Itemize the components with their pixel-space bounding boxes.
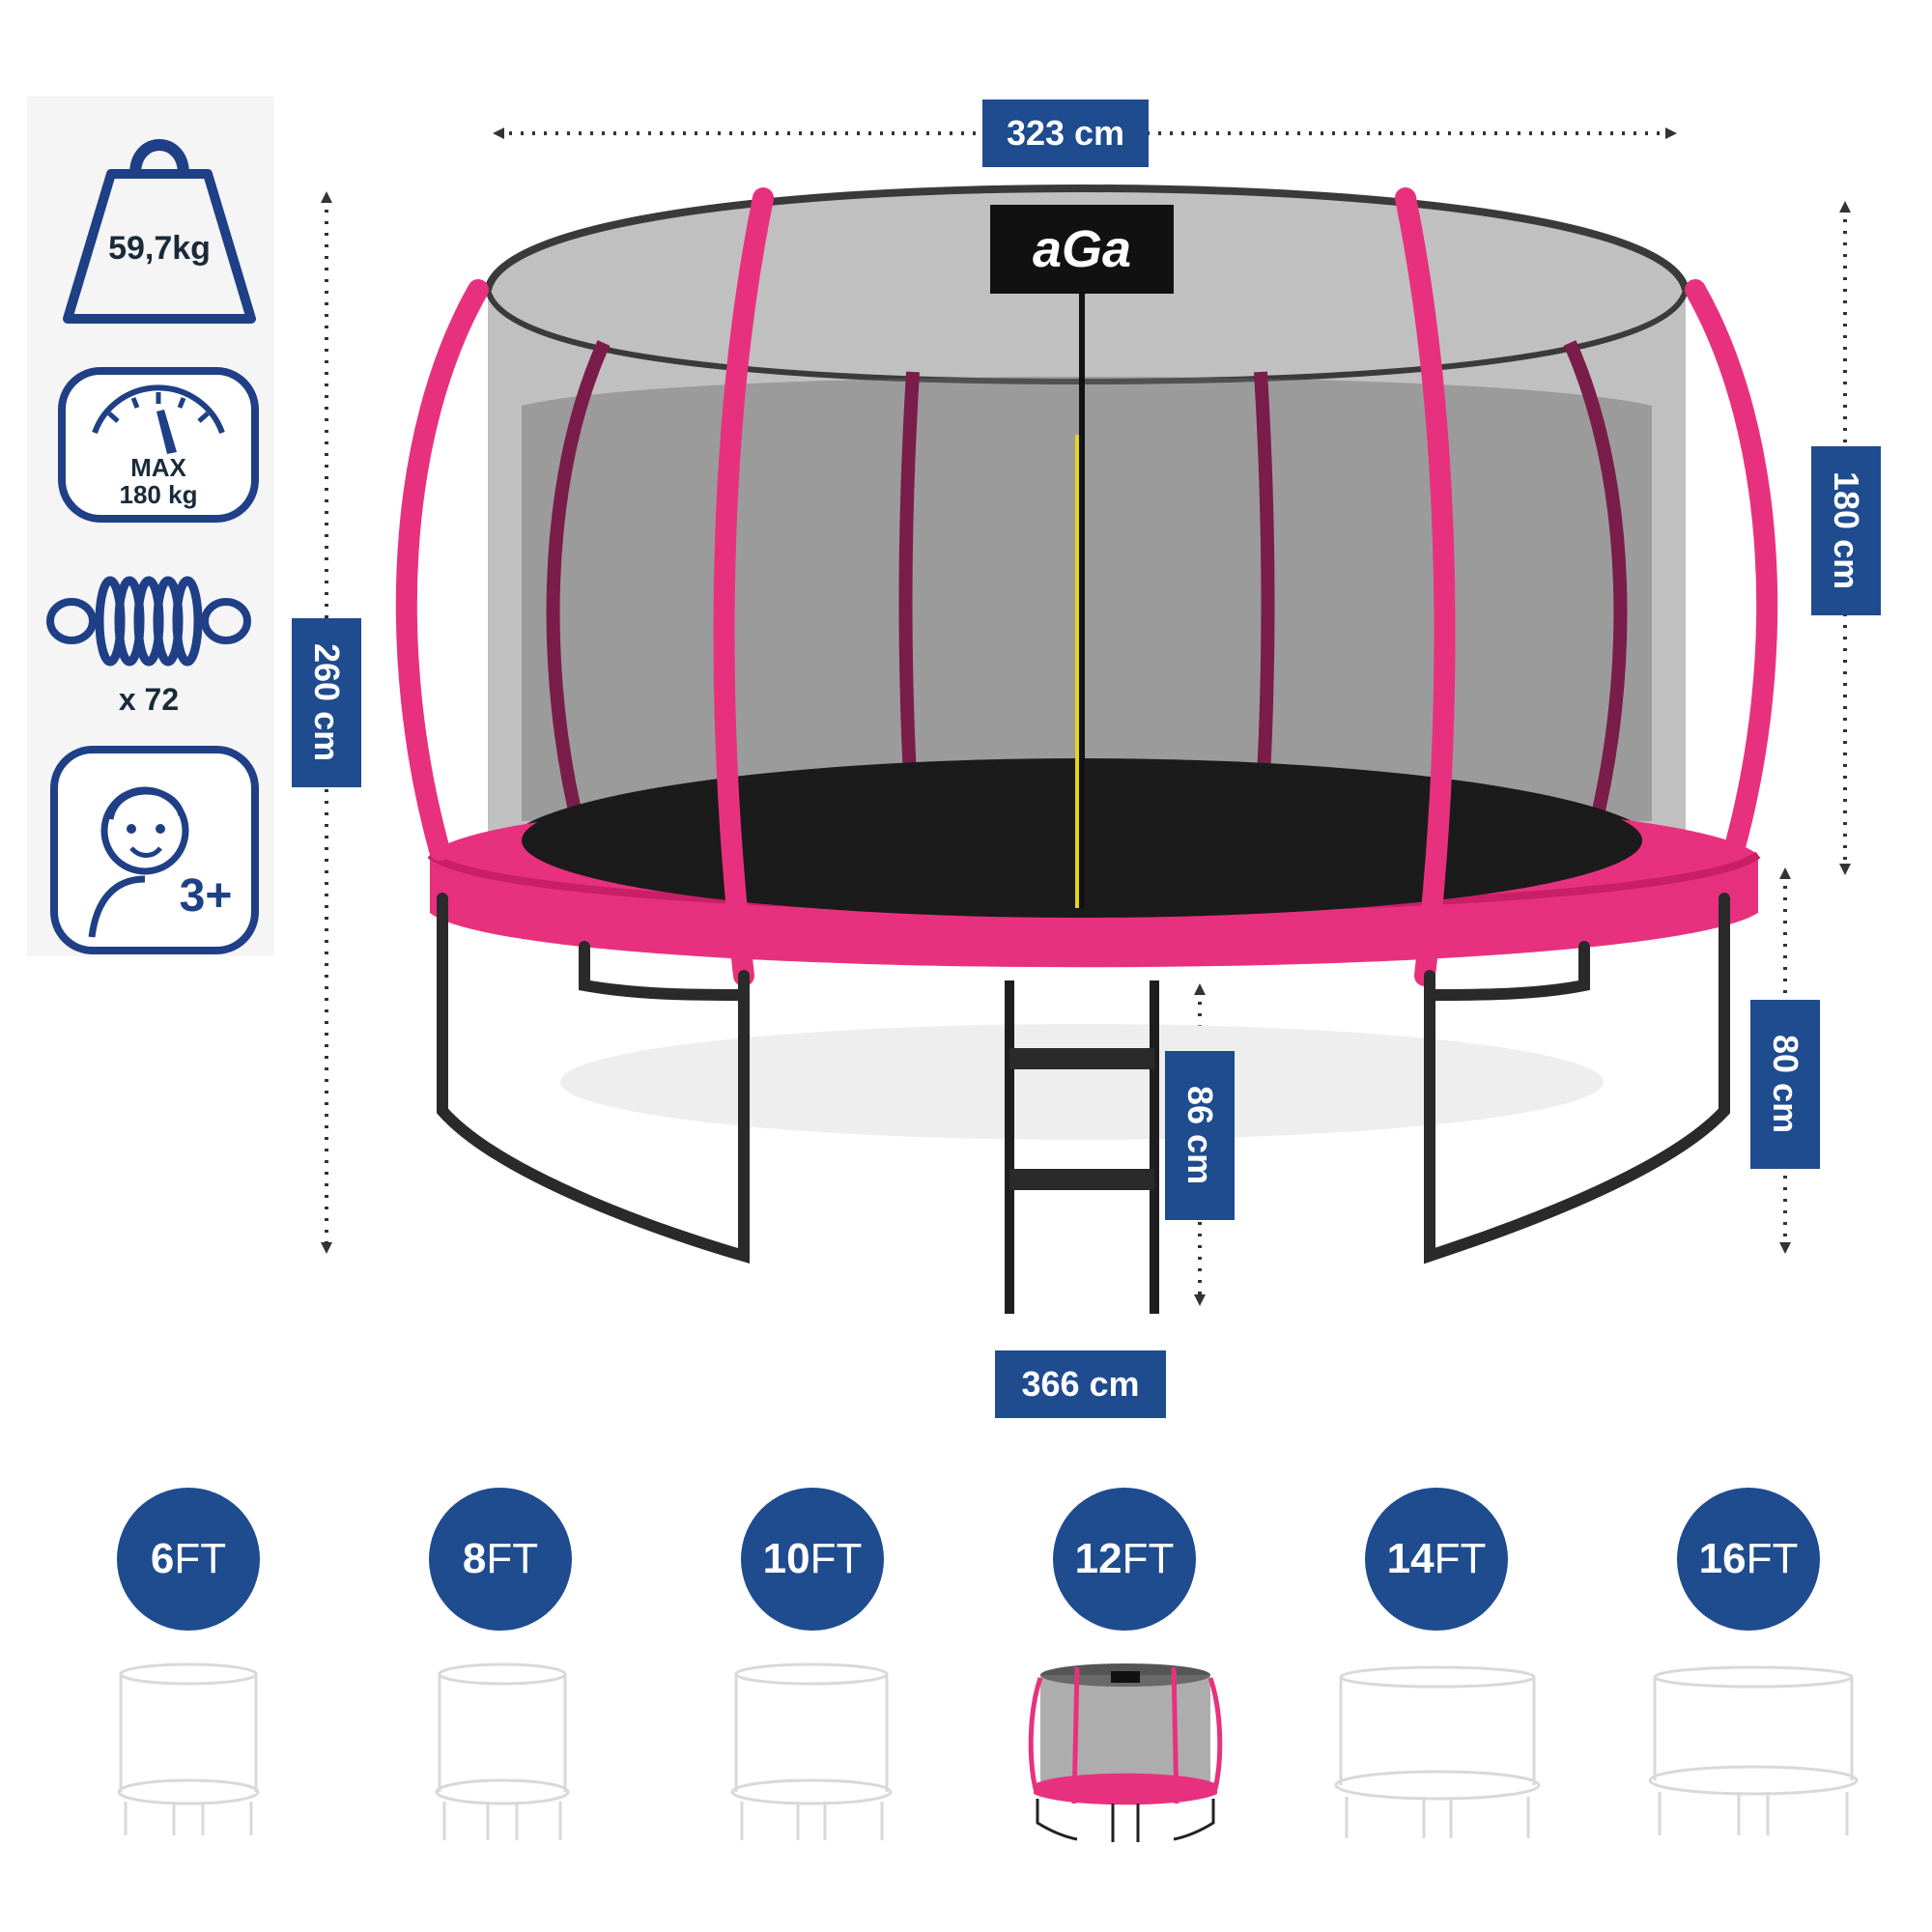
- child-age-icon: [50, 746, 259, 954]
- label-top-width: 323 cm: [982, 99, 1149, 167]
- thumbnail-12ft-selected[interactable]: [1024, 1654, 1227, 1843]
- trampoline-illustration: [321, 128, 1851, 1314]
- age-value: 3+: [179, 870, 233, 922]
- label-frame-height: 80 cm: [1750, 1000, 1820, 1169]
- weight-value: 59,7kg: [108, 230, 211, 267]
- max-load-line2: 180 kg: [119, 480, 198, 509]
- thumbnail-8ft[interactable]: [425, 1657, 580, 1845]
- label-bottom-width: 366 cm: [995, 1350, 1166, 1418]
- thumbnail-16ft[interactable]: [1642, 1660, 1864, 1843]
- spring-icon: [46, 576, 251, 667]
- brand-logo: aGa: [1032, 220, 1132, 278]
- scale-icon: [58, 367, 259, 523]
- label-net-height: 180 cm: [1811, 446, 1881, 615]
- weight-icon: [63, 139, 256, 324]
- thumbnail-14ft[interactable]: [1327, 1660, 1548, 1843]
- thumbnail-10ft[interactable]: [723, 1657, 901, 1845]
- thumbnail-6ft[interactable]: [106, 1657, 270, 1840]
- label-ladder-height: 86 cm: [1165, 1051, 1235, 1220]
- label-total-height: 260 cm: [292, 618, 361, 787]
- max-load-line1: MAX: [130, 453, 186, 482]
- springs-count: x 72: [118, 682, 180, 717]
